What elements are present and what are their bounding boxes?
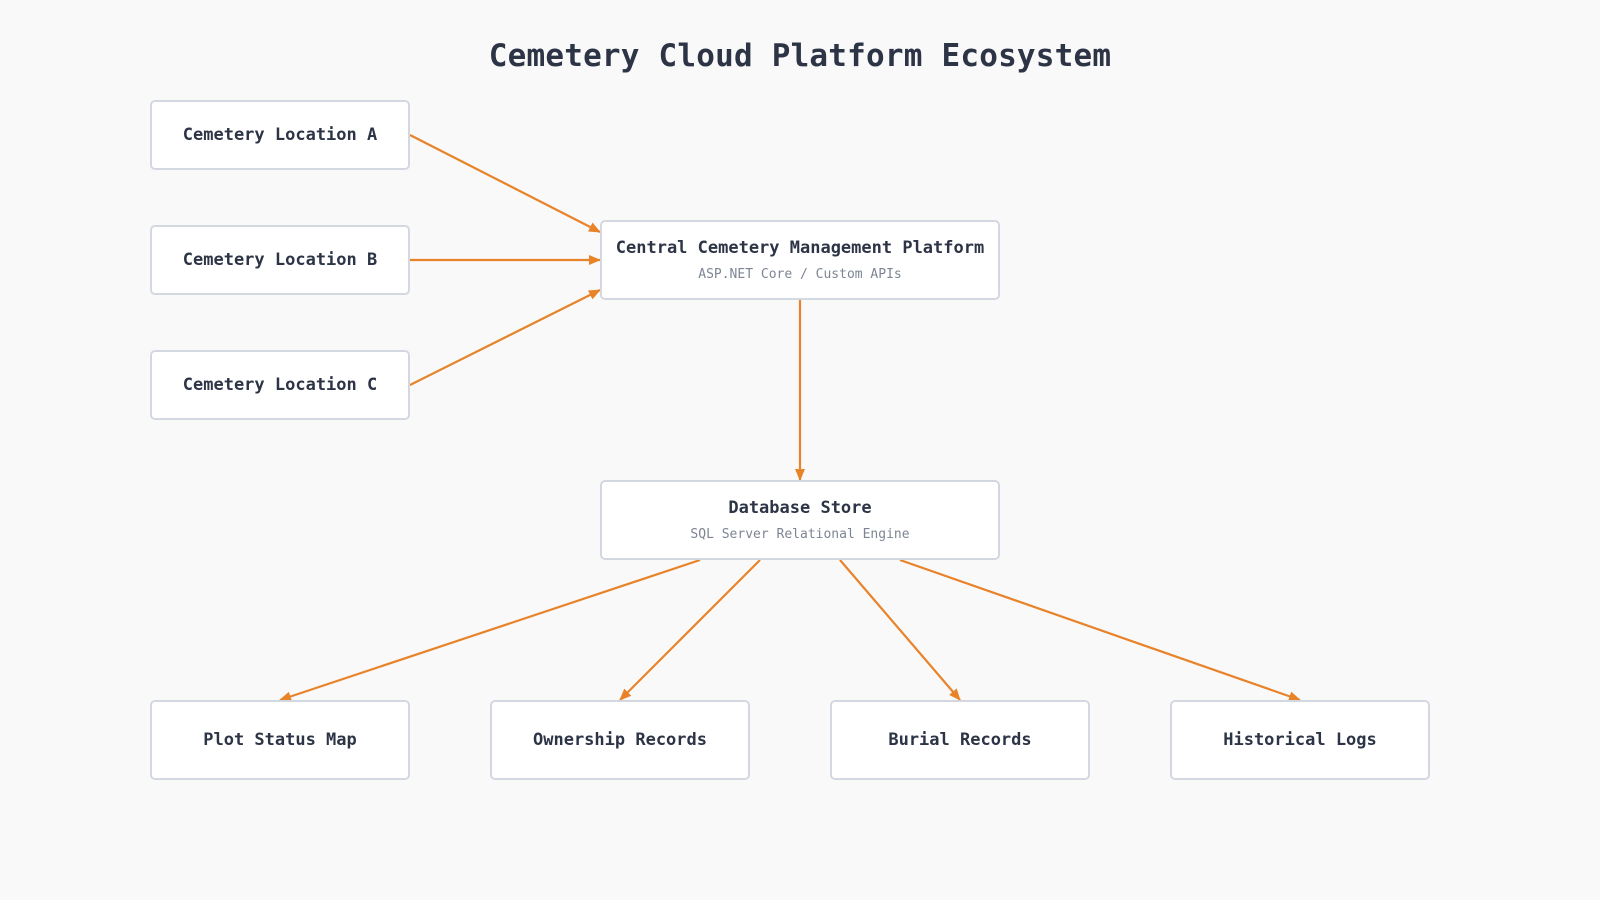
node-label: Database Store <box>728 498 872 518</box>
diagram-title: Cemetery Cloud Platform Ecosystem <box>488 38 1112 74</box>
node-cemetery-location-b[interactable]: Cemetery Location B <box>150 225 410 295</box>
node-label: Cemetery Location B <box>182 250 378 270</box>
arrow-database-to-ownership <box>619 559 761 701</box>
arrow-location-c-to-platform <box>409 289 601 386</box>
node-label: Burial Records <box>888 730 1032 750</box>
node-burial-records[interactable]: Burial Records <box>830 700 1090 780</box>
node-subtitle: ASP.NET Core / Custom APIs <box>698 267 902 282</box>
node-historical-logs[interactable]: Historical Logs <box>1170 700 1430 780</box>
node-plot-status-map[interactable]: Plot Status Map <box>150 700 410 780</box>
node-label: Cemetery Location A <box>182 125 378 145</box>
node-label: Ownership Records <box>533 730 707 750</box>
node-ownership-records[interactable]: Ownership Records <box>490 700 750 780</box>
node-label: Historical Logs <box>1223 730 1377 750</box>
node-cemetery-location-c[interactable]: Cemetery Location C <box>150 350 410 420</box>
node-database-store[interactable]: Database Store SQL Server Relational Eng… <box>600 480 1000 560</box>
node-cemetery-location-a[interactable]: Cemetery Location A <box>150 100 410 170</box>
node-central-platform[interactable]: Central Cemetery Management Platform ASP… <box>600 220 1000 300</box>
arrow-location-a-to-platform <box>409 134 601 233</box>
arrow-database-to-historical <box>899 558 1301 702</box>
arrow-database-to-burial <box>839 559 961 701</box>
node-label: Plot Status Map <box>203 730 357 750</box>
node-label: Cemetery Location C <box>182 375 378 395</box>
arrow-database-to-plot-status <box>279 558 701 702</box>
node-subtitle: SQL Server Relational Engine <box>690 527 910 542</box>
node-label: Central Cemetery Management Platform <box>615 238 985 258</box>
